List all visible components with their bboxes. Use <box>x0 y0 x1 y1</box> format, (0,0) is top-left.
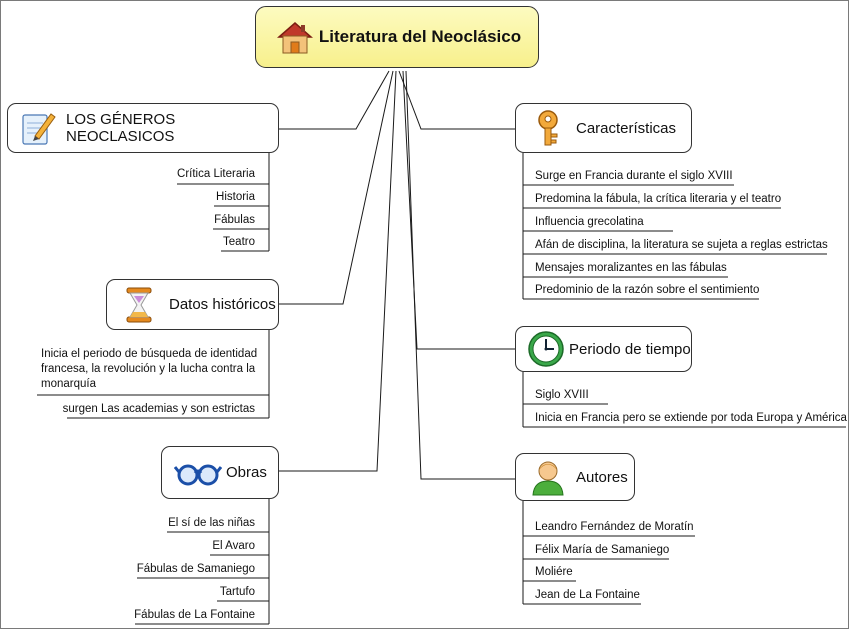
list-item: Teatro <box>223 236 255 248</box>
topic-label: LOS GÉNEROS NEOCLASICOS <box>66 111 176 145</box>
topic-label: Periodo de tiempo <box>569 340 691 358</box>
list-item: Leandro Fernández de Moratín <box>535 521 694 533</box>
connector-generos <box>279 70 390 130</box>
list-item: Moliére <box>535 566 573 578</box>
hourglass-icon <box>126 287 152 322</box>
central-topic-title: Literatura del Neoclásico <box>318 27 522 46</box>
key-icon <box>538 110 558 146</box>
topic-autores[interactable]: Autores <box>515 453 635 501</box>
list-item: Crítica Literaria <box>177 168 255 180</box>
topic-obras[interactable]: Obras <box>161 446 279 499</box>
list-item: Inicia en Francia pero se extiende por t… <box>535 412 847 424</box>
list-item: Tartufo <box>219 586 255 598</box>
list-item: Predominio de la razón sobre el sentimie… <box>535 284 760 296</box>
central-topic[interactable]: Literatura del Neoclásico <box>255 6 539 68</box>
topic-label: Datos históricos <box>169 296 276 313</box>
topic-label: Autores <box>576 468 628 486</box>
list-item: Inicia el periodo de búsqueda de identid… <box>41 348 258 390</box>
list-item: Jean de La Fontaine <box>535 589 640 601</box>
connector-periodo <box>402 70 516 350</box>
list-item: Fábulas de La Fontaine <box>134 609 255 621</box>
topic-periodo-de-tiempo[interactable]: Periodo de tiempo <box>515 326 692 372</box>
list-item: El sí de las niñas <box>168 517 255 529</box>
list-item: Fábulas <box>214 214 255 226</box>
topic-generos[interactable]: LOS GÉNEROS NEOCLASICOS <box>7 103 279 153</box>
list-item: Historia <box>216 191 255 203</box>
list-item: Siglo XVIII <box>535 389 589 401</box>
list-item: surgen Las academias y son estrictas <box>62 403 255 415</box>
list-item: Influencia grecolatina <box>535 216 644 228</box>
house-icon <box>276 22 313 54</box>
list-item: Mensajes moralizantes en las fábulas <box>535 262 727 274</box>
list-item: Félix María de Samaniego <box>535 544 670 556</box>
person-icon <box>532 461 564 496</box>
list-item: Fábulas de Samaniego <box>136 563 255 575</box>
list-item: Surge en Francia durante el siglo XVIII <box>535 170 733 182</box>
topic-label: Obras <box>226 464 267 481</box>
connector-autores <box>405 70 516 480</box>
list-item: Predomina la fábula, la crítica literari… <box>535 193 782 205</box>
connector-datos <box>279 70 394 305</box>
connector-obras <box>279 70 397 472</box>
topic-label: Características <box>576 119 677 137</box>
clock-icon <box>528 331 564 367</box>
connector-caracteristicas <box>398 70 516 130</box>
glasses-icon <box>174 464 222 485</box>
pencil-paper-icon <box>22 113 56 145</box>
topic-datos-historicos[interactable]: Datos históricos <box>106 279 279 330</box>
topic-caracteristicas[interactable]: Características <box>515 103 692 153</box>
list-item: El Avaro <box>212 540 255 552</box>
list-item: Afán de disciplina, la literatura se suj… <box>535 239 828 251</box>
